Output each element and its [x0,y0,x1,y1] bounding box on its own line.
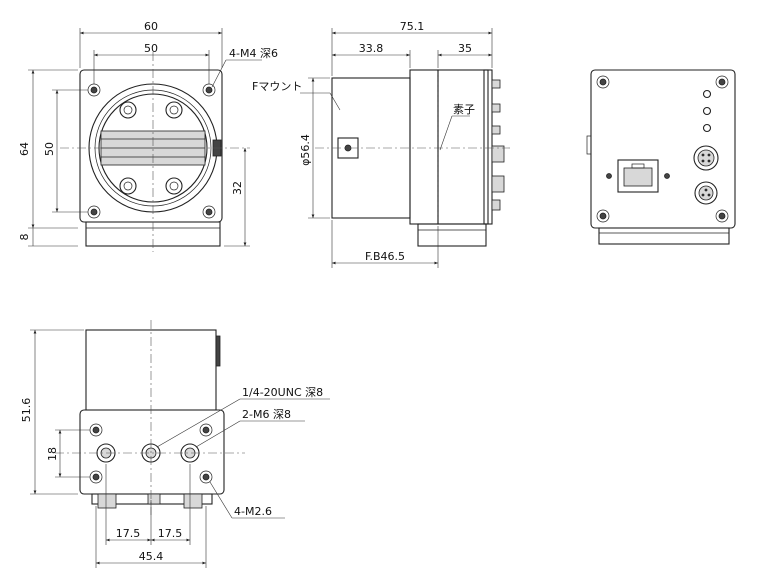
side-dimensions [300,28,493,268]
dim-hole-pitch-1: 17.5 [116,527,141,540]
status-led-icons [702,89,712,133]
label-sensor: 素子 [453,103,475,116]
rear-corner-screws [596,75,729,223]
bottom-dimensions [30,329,330,568]
dim-hole-spacing-v: 18 [46,447,59,461]
power-connector-icon [694,181,718,205]
note-m6: 2-M6 深8 [242,408,291,421]
label-mount: Fマウント [252,80,302,93]
dim-base: 8 [18,234,31,241]
dim-bottom-width: 45.4 [139,550,164,563]
side-connector-strip [491,79,505,211]
dim-bottom-height: 51.6 [20,398,33,423]
rear-view [586,69,736,245]
side-view: 75.1 33.8 35 φ56.4 F.B46.5 Fマウント 素子 [252,20,510,268]
dim-diameter: φ56.4 [299,134,312,166]
dim-total-length: 75.1 [400,20,425,33]
note-mount-holes: 4-M4 深6 [229,47,278,60]
dim-front-part: 33.8 [359,42,384,55]
dim-height-outer: 64 [18,142,31,156]
front-dimensions [28,28,262,247]
ethernet-port-icon [606,159,670,193]
dim-hole-pitch-2: 17.5 [158,527,183,540]
dim-height-inner: 50 [43,142,56,156]
dim-center-height: 32 [231,181,244,195]
note-m26: 4-M2.6 [234,505,272,518]
io-connector-icon [693,145,719,171]
m26-screw-holes [89,423,213,484]
front-view: 60 50 64 50 32 8 4-M4 深6 [18,20,278,252]
dim-width-inner: 50 [144,42,158,55]
dim-flange-back: F.B46.5 [365,250,405,263]
bottom-connector-stubs [97,493,203,509]
dim-width-outer: 60 [144,20,158,33]
bottom-view: 51.6 18 17.5 17.5 45.4 1/4-20UNC 深8 2-M6… [20,320,330,568]
dim-rear-part: 35 [458,42,472,55]
note-tripod: 1/4-20UNC 深8 [242,386,323,399]
